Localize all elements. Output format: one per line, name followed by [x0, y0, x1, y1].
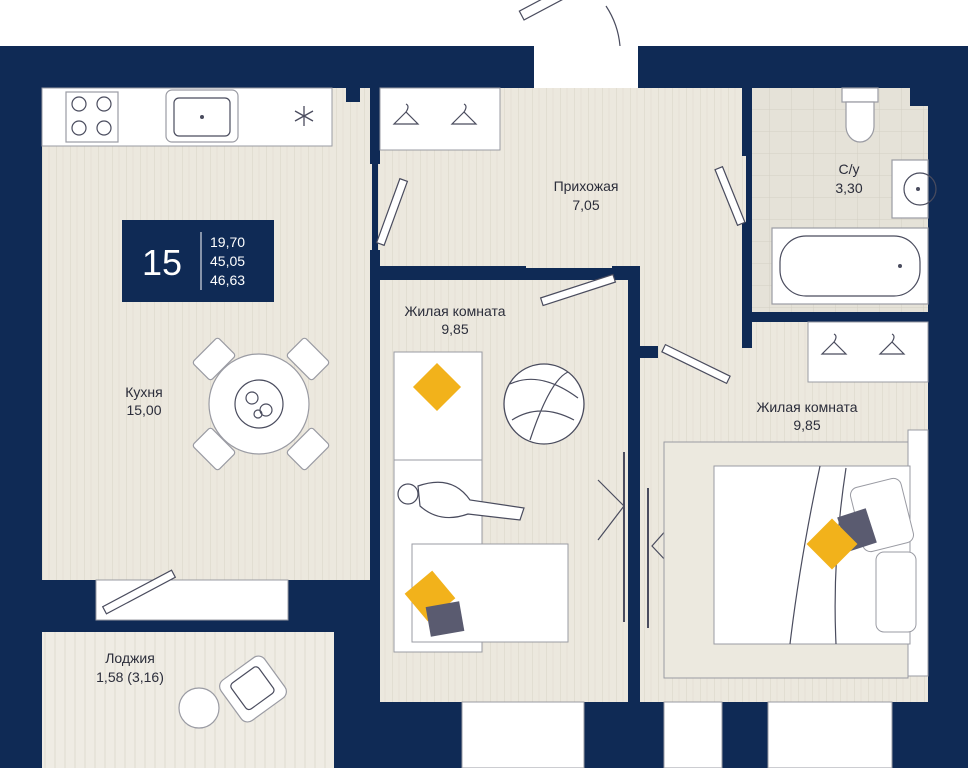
- hallway-name: Прихожая: [554, 178, 619, 194]
- armchair-icon: [219, 655, 287, 723]
- dark-pillow: [425, 601, 465, 637]
- kitchen-counter: [41, 87, 333, 147]
- interior-walls: [42, 88, 928, 768]
- side-table-icon: [178, 687, 220, 729]
- kitchen-door: [375, 177, 409, 247]
- accent-pillow: [806, 518, 858, 570]
- hanger-icon: [820, 333, 906, 355]
- bathtub-icon: [771, 227, 929, 305]
- living1-name: Жилая комната: [404, 303, 505, 319]
- bathroom-sink-icon: [891, 159, 937, 219]
- hallway-area: 7,05: [572, 197, 599, 213]
- apartment-badge: 15 19,70 45,05 46,63: [122, 220, 274, 302]
- snowflake-icon: [294, 106, 314, 126]
- kitchen-area: 15,00: [126, 402, 161, 418]
- area-total: 45,05: [210, 253, 245, 269]
- loggia-name: Лоджия: [105, 650, 155, 666]
- living2-area: 9,85: [793, 417, 820, 433]
- apartment-number: 15: [142, 242, 182, 283]
- sink-icon: [165, 89, 239, 143]
- toilet-icon: [841, 87, 879, 143]
- kitchen-name: Кухня: [125, 384, 162, 400]
- living2-wardrobe: [807, 321, 929, 383]
- loggia-door: [101, 569, 177, 615]
- loggia-area: 1,58 (3,16): [96, 669, 164, 685]
- doors: [101, 0, 746, 628]
- living1-area: 9,85: [441, 321, 468, 337]
- living1-door: [539, 273, 617, 307]
- area-total-with-loggia: 46,63: [210, 272, 245, 288]
- living2-name: Жилая комната: [756, 399, 857, 415]
- person-icon: [397, 481, 525, 521]
- accent-pillow: [412, 362, 462, 412]
- entrance-door: [518, 0, 596, 21]
- bed-icon: [663, 441, 917, 679]
- dining-table-icon: [192, 337, 330, 471]
- hallway-wardrobe: [379, 87, 501, 151]
- stove-icon: [65, 91, 119, 143]
- area-living: 19,70: [210, 234, 245, 250]
- bathroom-door: [714, 165, 746, 227]
- living2-door: [661, 343, 731, 385]
- bathroom-name: С/у: [839, 161, 860, 177]
- hanger-icon: [392, 103, 478, 125]
- rug-icon: [503, 363, 585, 445]
- room-labels: Кухня 15,00 Прихожая 7,05 С/у 3,30 Жилая…: [96, 161, 863, 685]
- kitchen-floor: [42, 88, 372, 580]
- bathroom-area: 3,30: [835, 180, 862, 196]
- sofa-icon: [393, 351, 569, 653]
